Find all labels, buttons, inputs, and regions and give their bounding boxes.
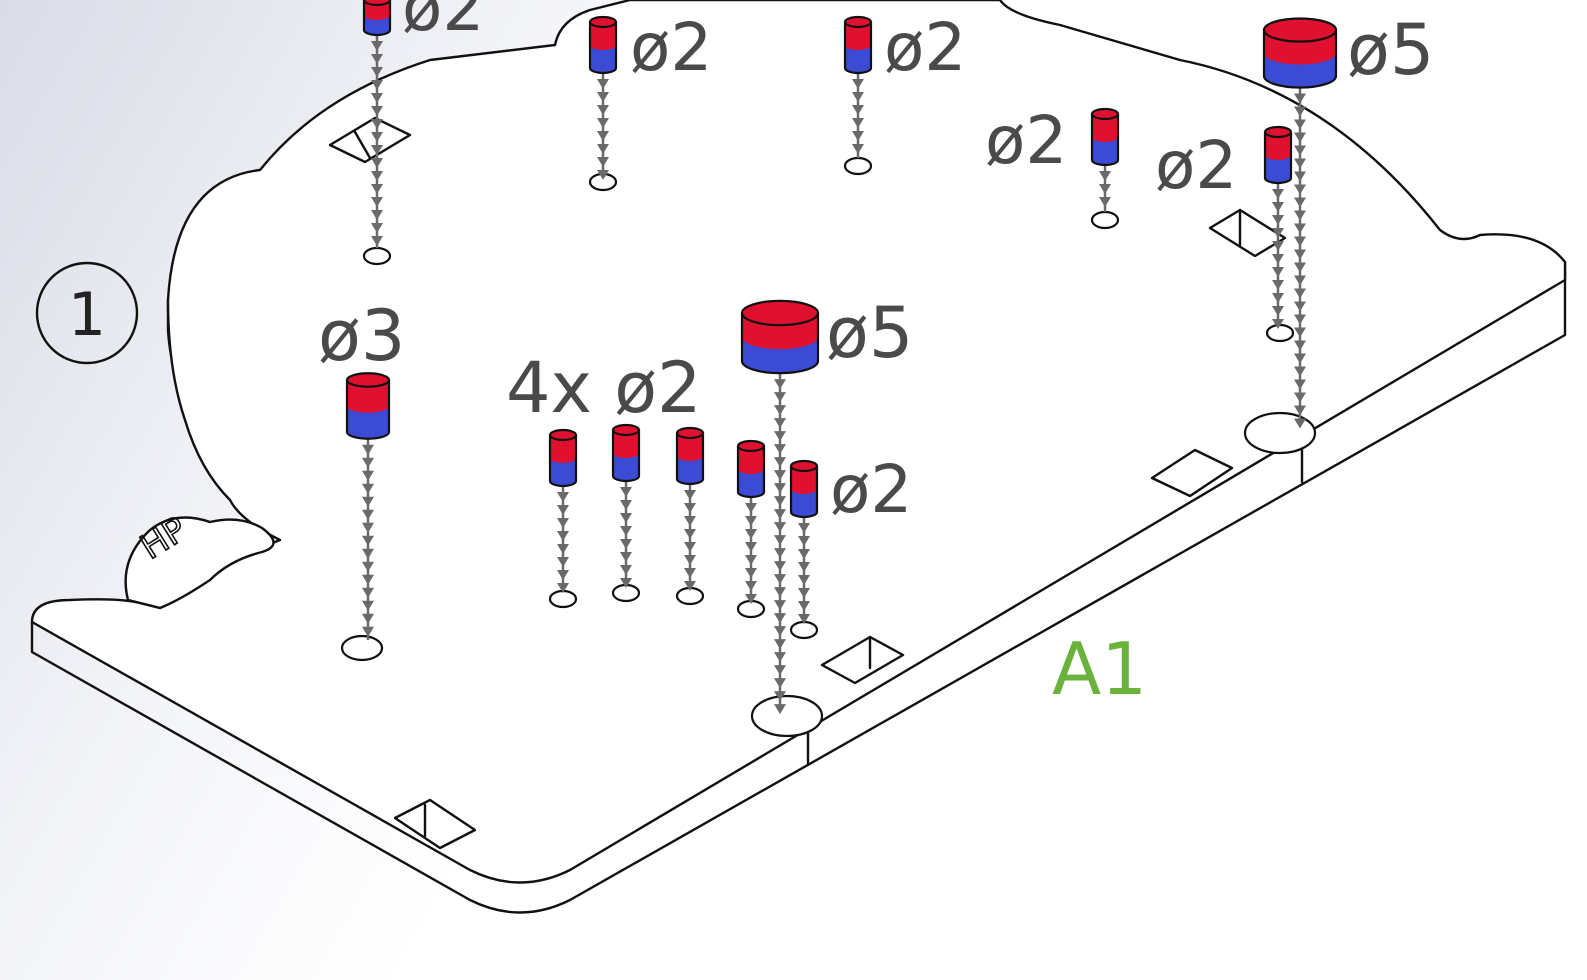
insertion-arrow: [620, 481, 632, 588]
magnet-top-right-large: [1262, 17, 1338, 89]
label-top-2: ø2: [630, 9, 712, 86]
label-center-large: ø5: [826, 292, 913, 374]
slot-5: [393, 798, 477, 850]
magnet-center-small: [789, 459, 819, 519]
slot-3: [1150, 448, 1234, 498]
insertion-arrow: [597, 73, 609, 180]
part-label: A1: [1052, 627, 1147, 711]
magnet-group-2: [611, 423, 641, 483]
insertion-arrow: [745, 497, 757, 604]
insertion-arrow: [362, 438, 374, 640]
magnet-right-b: [1263, 125, 1293, 185]
magnet-right-a: [1090, 107, 1120, 167]
hole-top-3: [843, 156, 873, 176]
magnet-group-4: [736, 439, 766, 499]
magnet-top-2: [588, 15, 618, 75]
magnet-left-mid: [345, 372, 391, 440]
magnet-top-left: [362, 0, 392, 37]
step-number: 1: [68, 280, 106, 350]
insertion-arrow: [1099, 165, 1111, 212]
size-labels: ø2 ø2 ø2 ø5 ø2 ø2 ø3 ø5 4x ø2 ø2: [318, 0, 1434, 528]
hole-group-1: [548, 589, 578, 609]
label-right-a: ø2: [985, 102, 1067, 179]
magnets: [345, 0, 1338, 519]
plate-top-face: [30, 0, 1567, 884]
insertion-arrow: [1272, 183, 1284, 329]
insertion-arrow: [371, 35, 383, 248]
hole-center-small: [789, 620, 819, 640]
hole-right-a: [1090, 210, 1120, 230]
insertion-arrow: [852, 73, 864, 158]
slot-1: [328, 116, 412, 164]
insertion-arrow: [684, 484, 696, 591]
insertion-arrow: [1294, 87, 1306, 429]
insertion-arrow: [557, 486, 569, 593]
magnet-top-3: [843, 15, 873, 75]
hole-center-large: [750, 694, 824, 738]
label-top-right-large: ø5: [1347, 9, 1434, 91]
magnet-center-large: [740, 299, 820, 375]
hole-left-mid: [340, 634, 384, 662]
base-plate: [30, 0, 1567, 914]
label-group-count: 4x ø2: [506, 347, 702, 429]
magnet-group-1: [548, 428, 578, 488]
label-right-b: ø2: [1155, 127, 1237, 204]
step-badge: 1: [35, 261, 139, 365]
slot-4: [820, 635, 905, 685]
magnet-group-3: [675, 426, 705, 486]
label-center-small: ø2: [830, 451, 912, 528]
slot-2: [1208, 208, 1287, 258]
hole-top-left: [362, 246, 392, 266]
label-left-mid: ø3: [318, 295, 405, 377]
label-top-3: ø2: [884, 9, 966, 86]
insertion-arrow: [798, 517, 810, 624]
insertion-arrows: [362, 35, 1306, 715]
hole-right-b: [1265, 323, 1295, 343]
insertion-arrow: [774, 373, 786, 715]
label-top-left: ø2: [402, 0, 484, 46]
hp-tab: [124, 516, 275, 610]
